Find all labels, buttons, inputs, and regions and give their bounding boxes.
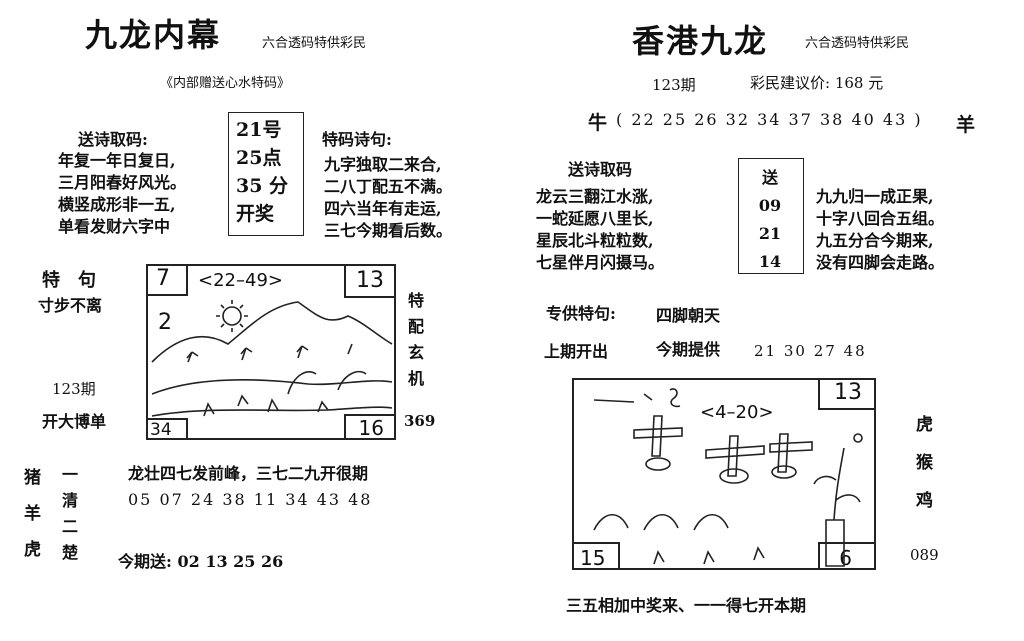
right-poem-line: 七星伴月闪摄马。 (536, 253, 665, 272)
animal-tiger: 虎 (916, 415, 933, 435)
left-special-lines: 九字独取二来合, 二八丁配五不满。 四六当年有走运, 三七今期看后数。 (324, 154, 452, 242)
right-poem-lines: 龙云三翻江水涨, 一蛇延愿八里长, 星辰北斗粒粒数, 七星伴月闪摄马。 (536, 186, 664, 274)
left-pic-corner-tl (146, 264, 188, 296)
right-line: 没有四脚会走路。 (816, 253, 945, 272)
left-pic-corner-br (344, 414, 396, 440)
left-pic-corner-tr (344, 264, 396, 298)
animal-monkey: 猴 (916, 453, 933, 473)
left-pic-text: <22–49> (198, 270, 283, 291)
left-special-line: 九字独取二来合, (324, 155, 442, 174)
left-poem-line: 单看发财六字中 (58, 217, 171, 236)
right-pic-corner-bl (572, 542, 620, 570)
right-pic-corner-br (818, 542, 876, 570)
left-special-line: 三七今期看后数。 (324, 221, 453, 240)
right-lines: 九九归一成正果, 十字八回合五组。 九五分合今期来, 没有四脚会走路。 (816, 186, 944, 274)
left-picture: 7 13 <22–49> 2 34 16 (146, 264, 396, 440)
right-line: 九五分合今期来, (816, 231, 934, 250)
right-code-line: 送 (761, 168, 778, 187)
left-pic-num-br: 16 (358, 416, 384, 440)
right-poem-line: 一蛇延愿八里长, (536, 209, 654, 228)
left-title: 九龙内幕 (85, 16, 222, 54)
right-price: 彩民建议价: 168 元 (750, 74, 884, 92)
right-line: 十字八回合五组。 (816, 209, 945, 228)
left-pic-num-bl: 34 (150, 420, 172, 440)
right-picture: 13 <4–20> 15 6 (572, 378, 876, 570)
left-code-line: 开奖 (236, 203, 275, 225)
left-pic-num-mid: 2 (158, 310, 172, 335)
right-niu: 牛 (588, 112, 608, 134)
right-pic-corner-tr (818, 378, 876, 410)
right-code-box (738, 158, 804, 274)
left-side-number: 369 (404, 412, 436, 430)
right-pic-num-br: 6 (839, 546, 852, 570)
right-code-lines: 送 09 21 14 (738, 164, 802, 276)
right-code-line: 14 (758, 252, 782, 271)
right-tigong-numbers: 21 30 27 48 (754, 342, 867, 360)
left-code-lines: 21号 25点 35 分 开奖 (236, 116, 288, 228)
left-pic-corner-bl (146, 418, 188, 440)
right-code-line: 09 (758, 196, 782, 215)
left-special-label: 特码诗句: (322, 130, 392, 149)
right-side-number: 089 (910, 546, 939, 564)
left-tejv-label: 特 句 (42, 270, 96, 291)
right-title: 香港九龙 (632, 22, 769, 60)
left-long-line: 龙壮四七发前峰，三七二九开很期 (128, 464, 369, 483)
left-poem-line: 横竖成形非一五, (58, 195, 176, 214)
right-poem-line: 龙云三翻江水涨, (536, 187, 654, 206)
animal-chicken: 鸡 (916, 491, 933, 511)
right-animals: 虎 猴 鸡 (916, 406, 933, 520)
left-jinqi: 今期送: 02 13 25 26 (118, 552, 284, 571)
right-yang: 羊 (956, 114, 976, 136)
left-slogan: 六合透码特供彩民 (262, 36, 367, 51)
animal-tiger: 虎 (24, 540, 41, 560)
left-side-vertical: 特配玄机 (407, 291, 424, 388)
right-zhuangong-text: 四脚朝天 (656, 306, 721, 325)
left-kai-da: 开大博单 (42, 412, 107, 431)
animal-pig: 猪 (24, 468, 41, 488)
left-poem-line: 三月阳春好风光。 (58, 173, 187, 192)
left-special-line: 二八丁配五不满。 (324, 177, 453, 196)
right-pic-num-bl: 15 (580, 546, 606, 570)
right-pic-drawing (593, 388, 863, 567)
left-tejv-text: 寸步不离 (38, 296, 103, 315)
left-poem-label: 送诗取码: (78, 130, 148, 149)
left-numbers: 05 07 24 38 11 34 43 48 (128, 490, 373, 509)
left-special-line: 四六当年有走运, (324, 199, 442, 218)
right-shangqi: 上期开出 (544, 342, 609, 361)
right-niu-numbers: ( 22 25 26 32 34 37 38 40 43 ) (616, 110, 923, 129)
left-pic-num-tr: 13 (356, 268, 384, 293)
left-code-line: 35 分 (236, 175, 289, 197)
left-poem-lines: 年复一年日复日, 三月阳春好风光。 横竖成形非一五, 单看发财六字中 (58, 150, 186, 238)
left-poem-line: 年复一年日复日, (58, 151, 176, 170)
left-animals: 猪 羊 虎 (24, 460, 41, 568)
left-yiqing: 一清二楚 (61, 465, 78, 562)
right-zhuangong-label: 专供特句: (546, 304, 616, 323)
right-slogan: 六合透码特供彩民 (805, 36, 910, 51)
right-jinqi-tigong: 今期提供 (656, 340, 721, 359)
right-poem-line: 星辰北斗粒粒数, (536, 231, 654, 250)
right-pic-num-tr: 13 (834, 380, 862, 405)
right-pic-text: <4–20> (700, 402, 774, 423)
left-pic-num-tl: 7 (156, 266, 170, 291)
right-issue: 123期 (652, 76, 696, 94)
left-code-box (228, 112, 304, 236)
left-subtitle: 《内部赠送心水特码》 (160, 76, 291, 91)
animal-sheep: 羊 (24, 504, 41, 524)
left-code-line: 25点 (236, 147, 282, 169)
right-bottom-line: 三五相加中奖来、一一得七开本期 (566, 596, 807, 615)
left-code-line: 21号 (236, 119, 282, 141)
right-line: 九九归一成正果, (816, 187, 934, 206)
right-code-line: 21 (758, 224, 782, 243)
left-pic-drawing (151, 300, 393, 417)
right-poem-label: 送诗取码 (568, 160, 633, 179)
left-issue: 123期 (52, 380, 96, 398)
